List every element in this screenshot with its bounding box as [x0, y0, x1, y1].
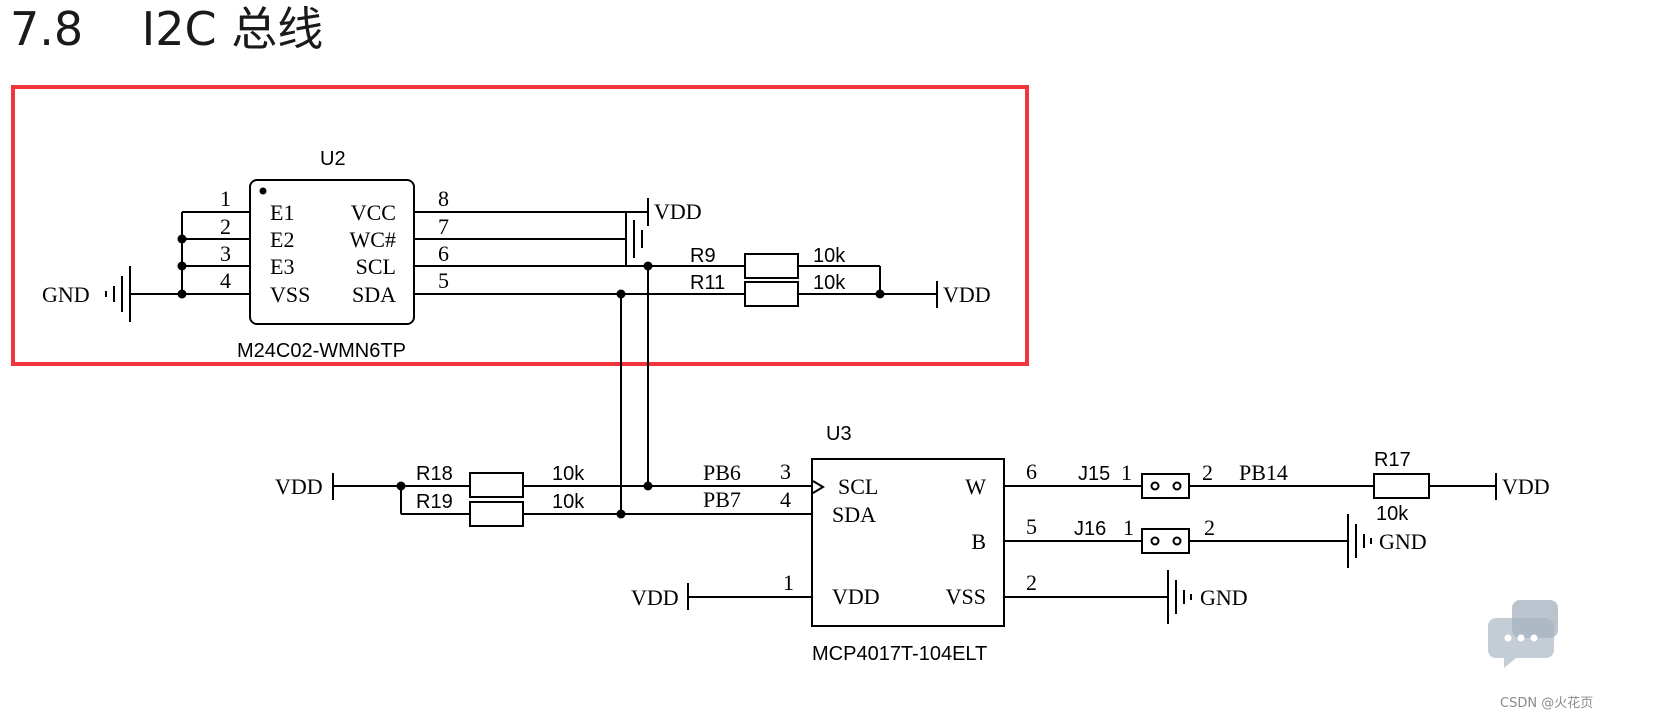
u2-right-wiring — [414, 198, 745, 514]
u2-pin-7-num: 7 — [438, 214, 449, 239]
u3-ref: U3 — [826, 423, 852, 445]
highlight-frame — [11, 85, 1029, 366]
j15-pin1: 1 — [1121, 460, 1132, 485]
u3-pin-vss-name: VSS — [946, 584, 986, 609]
u2-pin-4-num: 4 — [220, 268, 231, 293]
u3-pin-vdd-name: VDD — [832, 584, 880, 609]
u3-pin-scl-name: SCL — [838, 474, 878, 499]
j16-pin2: 2 — [1204, 515, 1215, 540]
r9-r11-pullups: R9 R11 10k 10k VDD — [690, 245, 991, 308]
u3-part: MCP4017T-104ELT — [812, 643, 987, 665]
u2-pin-3-num: 3 — [220, 241, 231, 266]
u3-pin-6-num: 6 — [1026, 459, 1037, 484]
gnd-symbol-u2: GND — [42, 266, 131, 322]
r17-value: 10k — [1376, 503, 1409, 525]
u3-vss-wiring: GND — [1004, 570, 1248, 624]
j15-ref: J15 — [1078, 463, 1110, 485]
u3-pin-b-name: B — [971, 529, 986, 554]
r19-value: 10k — [552, 491, 585, 513]
u2-pin-7-name: WC# — [350, 227, 396, 252]
u2-pin-5-num: 5 — [438, 268, 449, 293]
u3-left-wiring: VDD R18 R19 10k 10k PB6 PB7 — [275, 460, 812, 527]
u3-pin-w-name: W — [965, 474, 986, 499]
r18-ref: R18 — [416, 463, 453, 485]
gnd-label-b: GND — [1379, 529, 1427, 554]
u2-pin-4-name: VSS — [270, 282, 310, 307]
r18-value: 10k — [552, 463, 585, 485]
u2-pin-3-name: E3 — [270, 254, 294, 279]
j16-pin1: 1 — [1123, 515, 1134, 540]
r11-value: 10k — [813, 272, 846, 294]
chat-bubble-icon — [1488, 600, 1558, 668]
u3-w-wiring: J15 1 2 PB14 R17 10k VDD — [1004, 449, 1550, 525]
watermark: CSDN @火花页 — [1500, 696, 1594, 711]
r11-ref: R11 — [690, 272, 725, 294]
vdd-label-r17: VDD — [1502, 474, 1550, 499]
vdd-label-u3: VDD — [631, 585, 679, 610]
u3-vdd-wiring: VDD — [631, 583, 812, 610]
u3-pin-5-num: 5 — [1026, 514, 1037, 539]
pb7-label: PB7 — [703, 487, 741, 512]
gnd-label-u2: GND — [42, 282, 90, 307]
u2-pin-2-num: 2 — [220, 214, 231, 239]
vdd-label-u2: VDD — [654, 199, 702, 224]
u2-pin-8-name: VCC — [351, 200, 396, 225]
vdd-label-r18: VDD — [275, 474, 323, 499]
u3-pin-4-num: 4 — [780, 487, 791, 512]
u2-part: M24C02-WMN6TP — [237, 340, 406, 362]
u3-pin-2-num: 2 — [1026, 570, 1037, 595]
page-title: 7.8 I2C 总线 — [10, 2, 324, 56]
u3-chip: U3 MCP4017T-104ELT 3 4 1 SCL SDA VDD W B… — [780, 423, 1037, 665]
u2-pin-5-name: SDA — [352, 282, 396, 307]
r9-value: 10k — [813, 245, 846, 267]
r9-ref: R9 — [690, 245, 716, 267]
u2-pin-1-num: 1 — [220, 186, 231, 211]
u2-address-wiring — [130, 211, 250, 299]
u3-pin-3-num: 3 — [780, 459, 791, 484]
pb14-label: PB14 — [1239, 460, 1288, 485]
u2-ref: U2 — [320, 148, 346, 170]
u3-pin-sda-name: SDA — [832, 502, 876, 527]
u2-pin-6-num: 6 — [438, 241, 449, 266]
u3-b-wiring: J16 1 2 GND — [1004, 514, 1427, 568]
r19-ref: R19 — [416, 491, 453, 513]
r17-ref: R17 — [1374, 449, 1411, 471]
u2-pin-2-name: E2 — [270, 227, 294, 252]
u2-pin-8-num: 8 — [438, 186, 449, 211]
pb6-label: PB6 — [703, 460, 741, 485]
gnd-label-vss: GND — [1200, 585, 1248, 610]
u3-pin-1-num: 1 — [783, 570, 794, 595]
u2-pin-6-name: SCL — [356, 254, 396, 279]
j16-ref: J16 — [1074, 518, 1106, 540]
u2-chip: U2 M24C02-WMN6TP 1 2 3 4 E1 E2 E3 VSS VC… — [220, 148, 449, 362]
vdd-label-r9: VDD — [943, 282, 991, 307]
u2-pin-1-name: E1 — [270, 200, 294, 225]
j15-pin2: 2 — [1202, 460, 1213, 485]
